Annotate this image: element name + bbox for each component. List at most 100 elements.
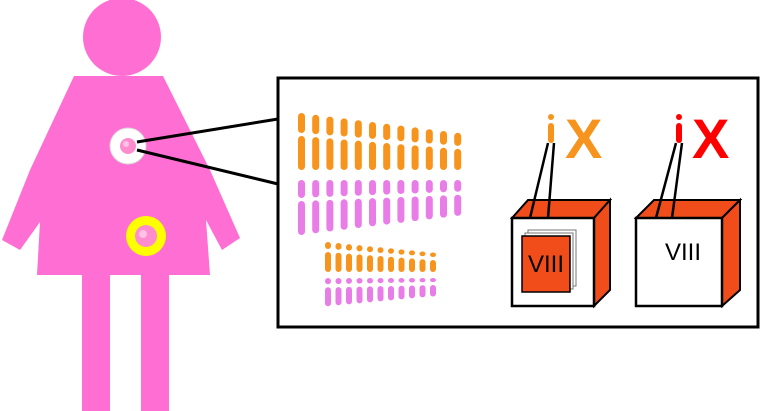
chromosome-pink-top-12-short-arm [454,180,462,192]
chromosome-orange-bottom-11 [430,252,436,272]
box-left-insert [521,235,571,293]
chromosome-orange-bottom-2-long-arm [335,252,342,272]
chromosome-orange-top-5-short-arm [354,120,362,138]
chromosome-pink-top-9-long-arm [411,196,419,222]
chromosome-orange-top-4 [340,118,348,170]
chromosome-orange-top-10 [425,129,433,170]
chromosome-orange-top-3-short-arm [326,116,334,136]
chromosome-pink-top-9 [411,180,419,222]
chromosome-pink-top-7-short-arm [383,180,391,195]
box-left-side-face [593,197,611,309]
chromosome-pink-top-2-long-arm [312,200,320,234]
chromosome-pink-bottom-9 [409,278,415,299]
chromosome-pink-bottom-10-long-arm [419,285,426,298]
chromosome-pink-bottom-11-long-arm [430,285,436,297]
chromosome-orange-bottom-7-short-arm [388,248,394,254]
chromosome-pink-top-4-short-arm [340,180,348,197]
chromosome-orange-bottom-10-short-arm [419,251,426,257]
chromosome-orange-top-9 [411,127,419,170]
chromosome-orange-top-10-long-arm [425,146,433,170]
chromosome-orange-top-8-long-arm [397,144,405,170]
egg-cell [126,216,166,256]
chromosome-orange-top-4-long-arm [340,139,348,170]
chromosome-pink-top-6 [369,180,376,227]
box-right-side-face [721,197,741,309]
chromosome-pink-bottom-4 [356,278,363,304]
chromosome-orange-bottom-8-long-arm [398,257,405,272]
chromosome-pink-top-8-short-arm [397,180,405,195]
chromosome-pink-bottom-7 [388,278,394,301]
female-figure [2,0,240,411]
chromosome-pink-top-6-long-arm [369,198,376,227]
box-right-link-line-2 [670,142,684,219]
chromosome-pink-bottom-3-long-arm [346,286,352,305]
chromosome-orange-bottom-11-short-arm [430,252,436,257]
chromosome-pink-top-6-short-arm [369,180,376,196]
chromosome-orange-bottom-3-short-arm [346,244,352,251]
chromosome-orange-top-11-long-arm [440,147,447,170]
chromosome-orange-top-1-short-arm [298,113,305,133]
chromosome-pink-top-3-short-arm [326,180,334,197]
chromosome-pink-bottom-1-long-arm [325,287,331,307]
karyotype [298,113,462,307]
chromosome-pink-top-10-short-arm [425,180,433,193]
chromosome-pink-top-2-short-arm [312,180,320,198]
box-left-x-label: X [565,107,602,170]
chromosome-pink-top-4 [340,180,348,230]
chromosome-pink-top-11 [440,180,447,218]
chromosome-pink-top-11-long-arm [440,195,447,218]
box-right-chromosome-head [676,114,682,120]
chromosome-pink-top-1 [298,180,305,235]
figure-right-leg [141,272,169,411]
chromosome-pink-bottom-2-short-arm [335,278,342,285]
chromosome-pink-bottom-6-long-arm [377,286,384,302]
chromosome-orange-top-3-long-arm [326,138,334,170]
egg-cell-nucleolus [139,230,147,238]
box-left-link-line-1 [528,142,550,219]
chromosome-orange-bottom-6-short-arm [377,247,384,253]
figure-dress [2,76,240,275]
chromosome-orange-bottom-8 [398,249,405,272]
box-right-x-label: X [692,107,729,170]
chromosome-orange-bottom-9-long-arm [409,258,415,272]
chromosome-orange-top-9-short-arm [411,127,419,143]
chromosome-orange-top-6-short-arm [369,122,376,139]
chromosome-orange-bottom-3-long-arm [346,253,352,272]
zoom-line-top [136,117,279,144]
chromosome-pink-bottom-7-long-arm [388,285,394,301]
chromosome-orange-top-5-long-arm [354,140,362,170]
chromosome-pink-bottom-5-short-arm [367,278,373,284]
chromosome-pink-bottom-1 [325,278,331,307]
chromosome-pink-top-2 [312,180,320,234]
chromosome-pink-top-1-short-arm [298,180,305,198]
figure-head [83,0,161,76]
chromosome-pink-top-7-long-arm [383,197,391,225]
chromosome-orange-top-11 [440,131,447,170]
chromosome-orange-bottom-9-short-arm [409,250,415,256]
box-left-chromosome-head [548,114,554,120]
chromosome-pink-top-4-long-arm [340,199,348,230]
chromosome-orange-top-2 [312,114,320,170]
chromosome-orange-top-8-short-arm [397,125,405,142]
box-left-roman-label: VIII [528,251,564,278]
somatic-cell [109,127,147,165]
chromosome-pink-bottom-2-long-arm [335,287,342,306]
chromosome-orange-bottom-1 [325,242,331,272]
chromosome-orange-top-1-long-arm [298,136,305,170]
zoom-line-bottom [136,148,279,186]
box-left-link-line-2 [546,142,556,219]
chromosome-orange-bottom-5-long-arm [367,255,373,272]
chromosome-pink-bottom-4-short-arm [356,278,363,284]
box-left-chromosome-body [548,123,554,143]
chromosome-orange-bottom-7 [388,248,394,272]
chromosome-pink-bottom-5 [367,278,373,303]
chromosome-pink-top-5-short-arm [354,180,362,196]
chromosome-pink-bottom-9-short-arm [409,278,415,283]
box-left-group: X VIII [509,107,613,309]
chromosome-pink-top-8-long-arm [397,197,405,223]
chromosome-pink-bottom-3 [346,278,352,305]
chromosome-pink-bottom-7-short-arm [388,278,394,283]
chromosome-orange-bottom-1-long-arm [325,252,331,272]
